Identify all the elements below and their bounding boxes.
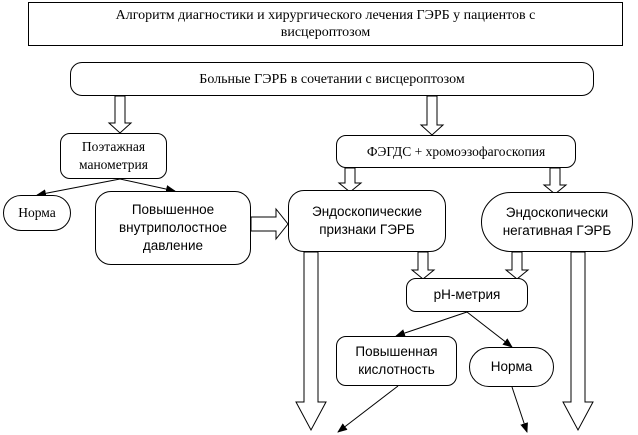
- arrow-endoscopy-to-signs: [337, 167, 363, 193]
- arrow-negative-outcome: [562, 251, 594, 432]
- node-endoscopy: ФЭГДС + хромоэзофагоскопия: [336, 135, 576, 168]
- node-endoscopy-label: ФЭГДС + хромоэзофагоскопия: [366, 143, 546, 159]
- arrow-endoscopy-to-negative: [542, 167, 568, 195]
- diagram-title-box: Алгоритм диагностики и хирургического ле…: [28, 2, 623, 46]
- node-manometry-label: Поэтажная манометрия: [79, 139, 148, 172]
- arrow-pressure-to-signs: [250, 207, 289, 241]
- node-endoscopic-negative: Эндоскопически негативная ГЭРБ: [481, 192, 633, 252]
- arrow-signs-outcome: [295, 251, 327, 432]
- arrow-acidity-outcome: [337, 385, 399, 433]
- node-high-pressure: Повышенное внутриполостное давление: [95, 191, 251, 265]
- node-endoscopic-negative-label: Эндоскопически негативная ГЭРБ: [502, 205, 612, 238]
- node-norm-left: Норма: [3, 195, 71, 231]
- arrow-negative-to-ph: [504, 251, 530, 280]
- arrow-manometry-to-pressure: [119, 178, 176, 193]
- node-high-pressure-label: Повышенное внутриполостное давление: [118, 202, 228, 253]
- diagram-title: Алгоритм диагностики и хирургического ле…: [115, 8, 536, 40]
- node-endoscopic-signs-label: Эндоскопические признаки ГЭРБ: [312, 204, 422, 237]
- node-patients: Больные ГЭРБ в сочетании с висцероптозом: [70, 62, 594, 96]
- node-endoscopic-signs: Эндоскопические признаки ГЭРБ: [288, 190, 446, 252]
- arrow-signs-to-ph: [410, 251, 436, 280]
- arrow-patients-to-endoscopy: [419, 95, 445, 136]
- node-high-acidity: Повышенная кислотность: [336, 336, 457, 386]
- arrow-ph-to-norm: [466, 311, 513, 348]
- arrow-norm-outcome: [511, 386, 528, 433]
- node-norm-left-label: Норма: [18, 205, 56, 220]
- node-ph-metry: pH-метрия: [406, 278, 528, 312]
- arrow-ph-to-acidity: [395, 311, 468, 337]
- node-manometry: Поэтажная манометрия: [60, 133, 167, 179]
- node-high-acidity-label: Повышенная кислотность: [355, 344, 438, 377]
- node-ph-metry-label: pH-метрия: [433, 287, 501, 302]
- arrow-manometry-to-norm: [36, 178, 121, 198]
- node-patients-label: Больные ГЭРБ в сочетании с висцероптозом: [199, 71, 465, 87]
- node-norm-right-label: Норма: [490, 359, 533, 374]
- arrow-patients-to-manometry: [107, 95, 133, 134]
- node-norm-right: Норма: [469, 347, 554, 387]
